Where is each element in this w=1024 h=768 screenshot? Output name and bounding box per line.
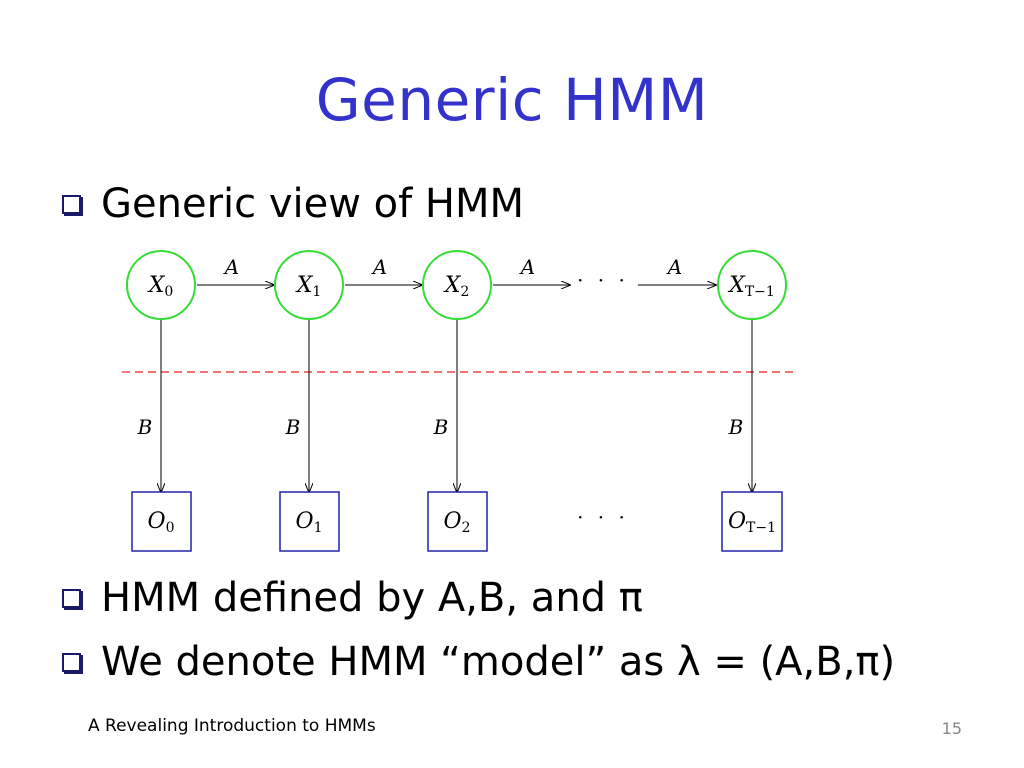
observation-node: O2: [427, 491, 488, 552]
observation-node: O1: [279, 491, 340, 552]
checkbox-bullet-icon: [62, 652, 81, 672]
observation-label: O2: [444, 509, 471, 536]
hidden-state-node: XT−1: [717, 250, 787, 320]
footer-text: A Revealing Introduction to HMMs: [88, 716, 376, 736]
transition-label: A: [223, 255, 239, 279]
bullet-item: HMM defined by A,B, and π: [62, 574, 643, 622]
bullet-item: Generic view of HMM: [62, 180, 524, 228]
bullet-text: We denote HMM “model” as λ = (A,B,π): [101, 639, 896, 685]
transition-label: A: [666, 255, 682, 279]
checkbox-bullet-icon: [62, 194, 81, 214]
hidden-state-node: X1: [274, 250, 344, 320]
observation-label: OT−1: [728, 509, 776, 536]
observation-node: O0: [131, 491, 192, 552]
emission-label: B: [433, 415, 449, 439]
hidden-state-label: X2: [443, 273, 470, 300]
slide-title: Generic HMM: [315, 66, 709, 134]
observation-label: O1: [296, 509, 323, 536]
observation-node: OT−1: [721, 491, 783, 552]
ellipsis-bottom: · · ·: [577, 505, 629, 529]
hidden-state-node: X2: [422, 250, 492, 320]
hidden-state-label: X1: [295, 273, 322, 300]
bullet-item: We denote HMM “model” as λ = (A,B,π): [62, 638, 895, 686]
hidden-state-label: X0: [147, 273, 174, 300]
bullet-text: HMM defined by A,B, and π: [101, 575, 643, 621]
hidden-state-label: XT−1: [727, 273, 775, 300]
emission-label: B: [285, 415, 301, 439]
ellipsis-top: · · ·: [577, 268, 629, 292]
checkbox-bullet-icon: [62, 588, 81, 608]
observation-label: O0: [148, 509, 175, 536]
transition-label: A: [519, 255, 535, 279]
hmm-diagram: A A A A · · · B B B B X0 X1 X2 XT−1 O0 O…: [122, 250, 795, 552]
transition-label: A: [371, 255, 387, 279]
page-number: 15: [941, 719, 962, 738]
emission-label: B: [137, 415, 153, 439]
bullet-text: Generic view of HMM: [101, 181, 525, 227]
emission-label: B: [728, 415, 744, 439]
hidden-state-node: X0: [126, 250, 196, 320]
